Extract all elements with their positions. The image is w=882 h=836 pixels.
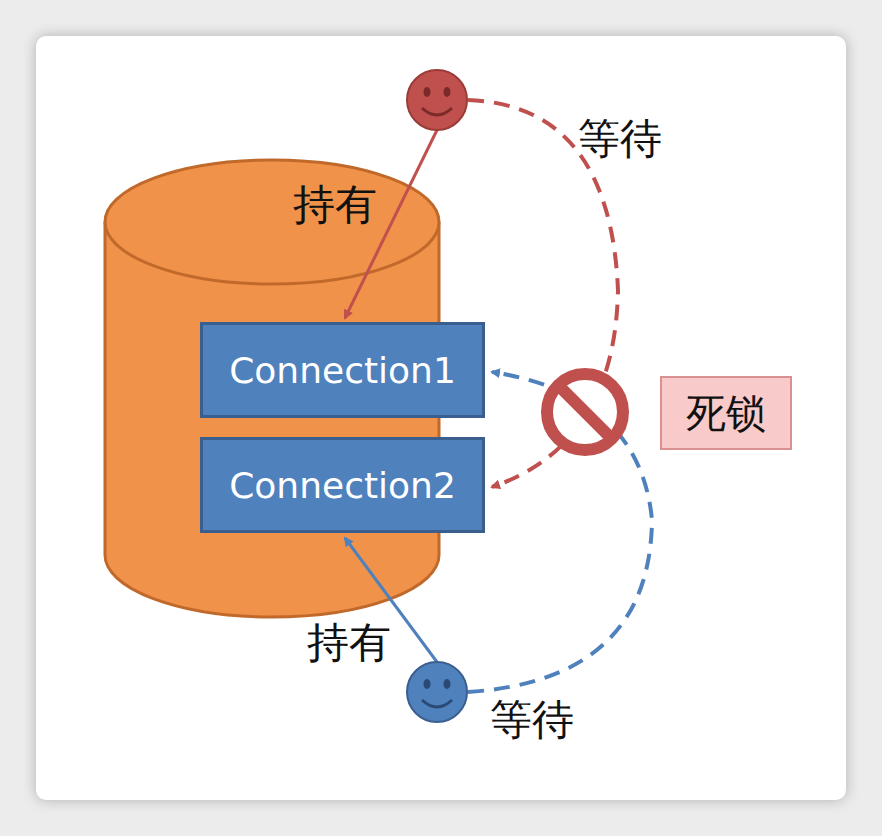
connection-box: Connection1	[200, 322, 485, 418]
box-text: 死锁	[686, 386, 766, 441]
wait-arrow	[468, 372, 652, 692]
arrow-label: 持有	[293, 182, 377, 228]
connection-box: Connection2	[200, 437, 485, 533]
blue-face	[407, 662, 467, 722]
arrow-label: 等待	[578, 116, 662, 162]
box-text: Connection2	[229, 465, 456, 506]
prohibited-sign	[547, 374, 623, 450]
red-face	[407, 70, 467, 130]
arrow-label: 持有	[307, 620, 391, 666]
deadlock-box: 死锁	[660, 376, 792, 450]
arrow-label: 等待	[490, 697, 574, 743]
box-text: Connection1	[229, 350, 456, 391]
